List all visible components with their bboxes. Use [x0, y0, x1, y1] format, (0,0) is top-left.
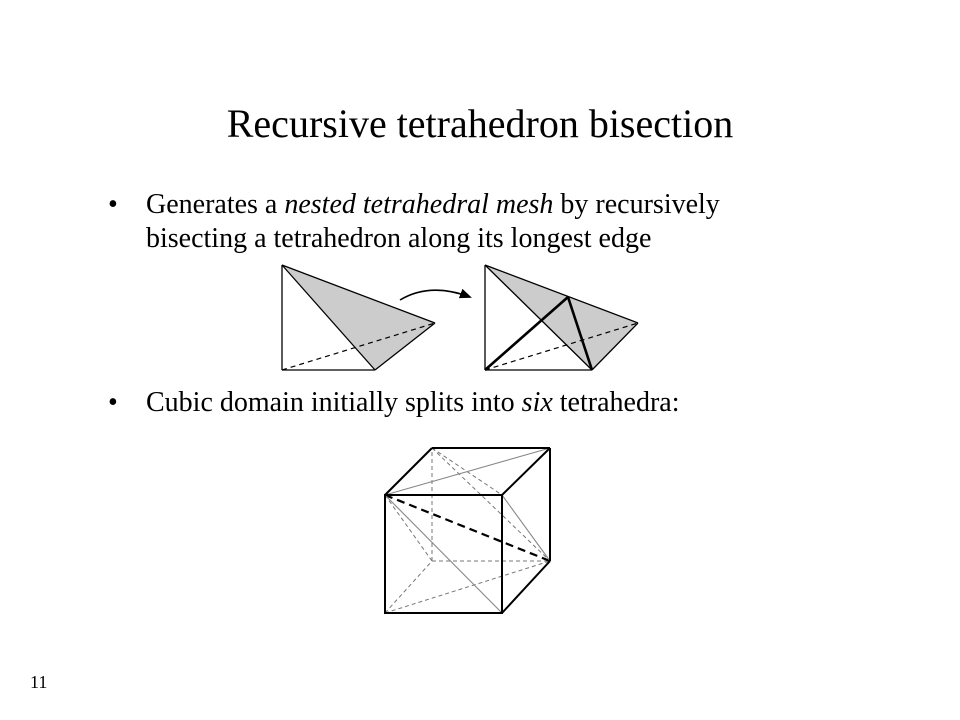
- front-face: [384, 494, 503, 614]
- slide-title: Recursive tetrahedron bisection: [226, 101, 734, 146]
- face-diagonal: [501, 494, 551, 562]
- bullet-emphasis: six: [521, 387, 553, 418]
- hidden-diagonal: [384, 560, 551, 614]
- bisection-cut: [484, 296, 569, 371]
- tetrahedron-before: [281, 264, 436, 371]
- edge: [374, 322, 436, 371]
- bullet-before: Cubic domain initially splits into: [146, 387, 522, 418]
- cube-diagram: [384, 447, 551, 614]
- bullet-line-1-before: Generates a: [146, 189, 285, 220]
- edge: [384, 447, 433, 496]
- transition-arrow: [399, 288, 472, 301]
- face-diagonal: [384, 447, 551, 496]
- main-diagonal: [384, 493, 551, 563]
- edge: [501, 447, 551, 496]
- bisection-cut: [566, 296, 594, 371]
- hidden-diagonal: [431, 447, 551, 562]
- shaded-face: [282, 265, 435, 370]
- bullet-line-1: Generates a nested tetrahedral mesh by r…: [146, 188, 720, 222]
- edge: [281, 264, 436, 324]
- bullet-cubic-domain: • Cubic domain initially splits into six…: [108, 386, 868, 422]
- bullet-line-2: bisecting a tetrahedron along its longes…: [146, 223, 652, 254]
- bullet-emphasis: nested tetrahedral mesh: [284, 189, 554, 220]
- face-diagonal: [384, 494, 503, 614]
- bullet-text: Cubic domain initially splits into six t…: [146, 386, 679, 420]
- edge: [281, 264, 376, 371]
- shaded-face: [485, 265, 638, 370]
- edge: [484, 264, 639, 324]
- hidden-edge: [384, 560, 433, 614]
- bullet-marker: •: [108, 189, 118, 220]
- edge: [484, 264, 593, 371]
- bullet-after: tetrahedra:: [552, 387, 680, 418]
- tetrahedron-after: [484, 264, 639, 371]
- page-number: 11: [30, 672, 48, 692]
- edge: [501, 560, 551, 614]
- bullet-text: Generates a nested tetrahedral mesh by r…: [146, 188, 720, 256]
- edge: [591, 322, 639, 371]
- hidden-diagonal: [384, 494, 433, 562]
- bullet-marker: •: [108, 387, 118, 418]
- bullet-nested-mesh: • Generates a nested tetrahedral mesh by…: [108, 188, 868, 258]
- bullet-line-1-after: by recursively: [553, 189, 720, 220]
